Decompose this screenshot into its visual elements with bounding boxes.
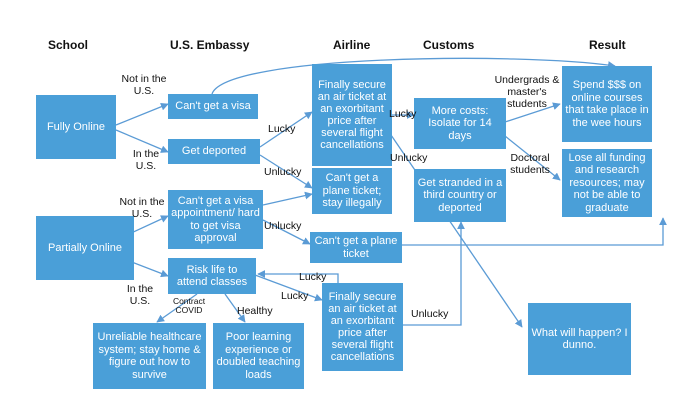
header-result: Result (589, 38, 626, 52)
arrow-deported-to-airticket (259, 111, 313, 148)
label-undergrads: Undergrads & master's students (494, 74, 560, 110)
box-what-will-happen: What will happen? I dunno. (528, 303, 631, 375)
arrow-airticketbottom-to-stranded (403, 221, 465, 326)
box-unreliable-healthcare: Unreliable healthcare system; stay home … (93, 323, 206, 389)
label-contract-covid: Contract COVID (172, 296, 206, 315)
label-in-us-2: In the U.S. (126, 283, 154, 307)
label-lucky-2: Lucky (389, 108, 417, 120)
label-unlucky-4: Unlucky (411, 308, 449, 320)
arrow-cantticket-to-losefunding (402, 217, 667, 246)
arrow-airticket-to-whatwillhappen (390, 134, 523, 328)
arrow-deported-to-stayillegal (259, 154, 313, 189)
box-partially-online: Partially Online (36, 216, 134, 280)
box-cant-get-ticket-stay: Can't get a plane ticket; stay illegally (312, 168, 392, 214)
box-spend-money: Spend $$$ on online courses that take pl… (562, 66, 652, 142)
label-lucky-3: Lucky (299, 271, 327, 283)
box-get-deported: Get deported (168, 139, 260, 164)
box-air-ticket-bottom: Finally secure an air ticket at an exorb… (322, 283, 403, 371)
box-cant-get-visa: Can't get a visa (168, 94, 258, 119)
label-lucky-1: Lucky (268, 123, 296, 135)
arrow-morecosts-to-losefunding (504, 135, 561, 181)
header-customs: Customs (423, 38, 475, 52)
box-stranded: Get stranded in a third country or depor… (414, 169, 506, 222)
arrow-visaappt-to-stayillegal (262, 191, 313, 206)
box-risk-life: Risk life to attend classes (168, 258, 256, 294)
label-not-in-us-2: Not in the U.S. (119, 196, 165, 220)
box-lose-funding: Lose all funding and research resources;… (562, 149, 652, 217)
box-cant-get-ticket: Can't get a plane ticket (310, 232, 402, 263)
label-not-in-us-1: Not in the U.S. (121, 73, 167, 97)
box-more-costs: More costs: Isolate for 14 days (414, 98, 506, 149)
label-in-us-1: In the U.S. (132, 148, 160, 172)
label-unlucky-3: Unlucky (390, 152, 428, 164)
box-air-ticket-top: Finally secure an air ticket at an exorb… (312, 64, 392, 166)
arrow-risklife-to-poorlearning (224, 293, 246, 323)
arrow-airticketbottom-to-risklife (257, 270, 339, 283)
header-school: School (48, 38, 89, 52)
arrow-fully-to-visa (115, 103, 169, 126)
header-airline: Airline (333, 38, 371, 52)
arrow-visaappt-to-cantticket (262, 219, 311, 245)
label-doctoral: Doctoral students (510, 152, 550, 176)
arrow-risklife-to-airticketbottom (254, 274, 323, 302)
header-embassy: U.S. Embassy (170, 38, 250, 52)
label-healthy: Healthy (237, 305, 273, 317)
box-visa-appointment: Can't get a visa appointment/ hard to ge… (168, 190, 263, 249)
label-unlucky-2: Unlucky (264, 220, 302, 232)
label-unlucky-1: Unlucky (264, 166, 302, 178)
arrow-fully-to-deported (115, 129, 169, 153)
arrow-visa-to-spend (211, 57, 616, 95)
arrow-risklife-to-healthcare (156, 293, 198, 323)
box-poor-learning: Poor learning experience or doubled teac… (213, 323, 304, 389)
arrow-morecosts-to-spend (504, 102, 561, 123)
label-lucky-4: Lucky (281, 290, 309, 302)
box-fully-online: Fully Online (36, 95, 116, 159)
